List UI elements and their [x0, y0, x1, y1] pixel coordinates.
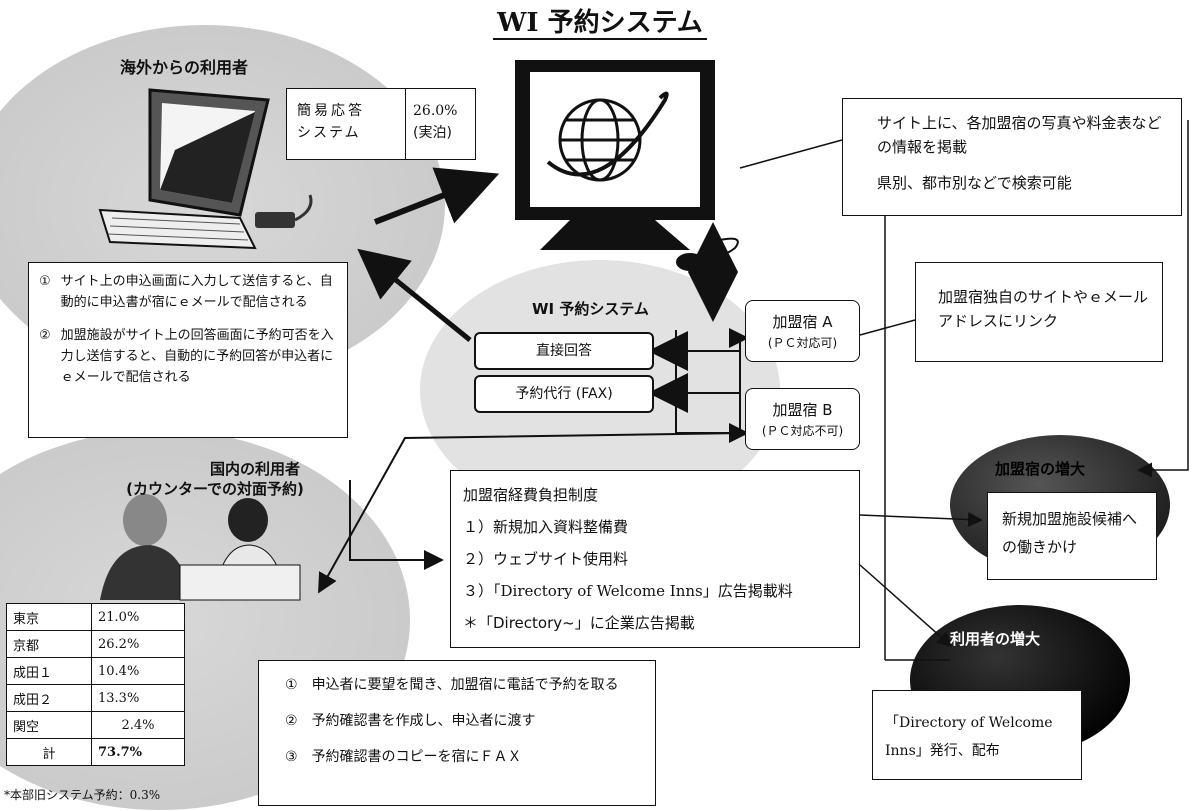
user-increase-label: 利用者の増大 — [950, 630, 1041, 648]
inn-a-box: 加盟宿 A (ＰＣ対応可) — [745, 300, 860, 362]
link-info-text: 加盟宿独自のサイトやｅメールアドレスにリンク — [938, 288, 1149, 330]
inn-b-box: 加盟宿 B (ＰＣ対応不可) — [745, 388, 860, 450]
site-info-box: サイト上に、各加盟宿の写真や料金表などの情報を掲載 県別、都市別などで検索可能 — [842, 98, 1182, 216]
simple-response-box: 簡易応答 システム 26.0% (実泊) — [286, 88, 476, 160]
mouse-icon — [676, 237, 739, 271]
city-total-value: 73.7% — [91, 738, 185, 766]
link-info-box: 加盟宿独自のサイトやｅメールアドレスにリンク — [915, 262, 1163, 362]
cost-item-2: ２）ウェブサイト使用料 — [463, 550, 629, 568]
wi-system-label: WI 予約システム — [532, 300, 649, 318]
overseas-users-heading: 海外からの利用者 — [120, 58, 249, 77]
counter-people-icon — [100, 494, 301, 601]
direct-reply-box: 直接回答 — [474, 332, 654, 370]
city-value: 10.4% — [91, 657, 185, 685]
inn-increase-action: 新規加盟施設候補への働きかけ — [1002, 510, 1138, 556]
city-name: 計 — [6, 738, 92, 766]
site-info-line-2: 県別、都市別などで検索可能 — [877, 174, 1072, 192]
cost-item-4: ＊「Directory~」に企業広告掲載 — [463, 614, 695, 632]
inn-b-name: 加盟宿 B — [772, 401, 833, 419]
inn-increase-box: 新規加盟施設候補への働きかけ — [987, 492, 1157, 580]
domestic-users-heading-2: (カウンターでの対面予約) — [126, 480, 304, 498]
step-number: ① — [285, 677, 298, 693]
simple-response-label-2: システム — [297, 125, 361, 141]
user-increase-box: 「Directory of Welcome Inns」発行、配布 — [872, 690, 1082, 780]
inn-increase-label: 加盟宿の増大 — [995, 460, 1086, 478]
arrow-cost-from-domestic — [349, 480, 444, 570]
arrow-laptop-to-monitor — [373, 167, 500, 225]
step-number: ② — [285, 713, 298, 729]
counter-steps-box: ① 申込者に要望を聞き、加盟宿に電話で予約を取る ② 予約確認書を作成し、申込者… — [258, 660, 656, 806]
city-value: 26.2% — [91, 630, 185, 658]
divider — [405, 89, 406, 159]
city-value: 13.3% — [91, 684, 185, 712]
step-number: ③ — [285, 749, 298, 765]
counter-step-3: 予約確認書のコピーを宿にＦＡＸ — [311, 749, 522, 765]
computer-monitor-icon — [515, 60, 715, 250]
proxy-booking-box: 予約代行 (FAX) — [474, 375, 654, 413]
inn-a-note: (ＰＣ対応可) — [767, 336, 838, 350]
city-name: 東京 — [6, 603, 92, 631]
city-name: 京都 — [6, 630, 92, 658]
arrow-direct-to-overseas — [357, 248, 472, 342]
site-info-line-1: サイト上に、各加盟宿の写真や料金表などの情報を掲載 — [877, 114, 1162, 156]
inn-b-note: (ＰＣ対応不可) — [761, 424, 844, 438]
cost-system-title: 加盟宿経費負担制度 — [463, 486, 599, 504]
arrow-cost-to-inn-increase — [859, 512, 983, 527]
city-value: 21.0% — [91, 603, 185, 631]
simple-response-value: 26.0% — [413, 103, 458, 119]
arrow-to-domestic — [318, 432, 746, 594]
overseas-steps-box: ① サイト上の申込画面に入力して送信すると、自動的に申込書が宿にｅメールで配信さ… — [28, 262, 348, 438]
city-value: 2.4% — [91, 711, 185, 739]
arrow-cost-to-user-increase — [859, 564, 953, 647]
cost-item-1: １）新規加入資料整備費 — [463, 518, 629, 536]
simple-response-note: (実泊) — [413, 125, 452, 141]
city-table-footnote: *本部旧システム予約：0.3% — [4, 788, 161, 802]
step-number: ① — [39, 274, 51, 289]
step-number: ② — [39, 328, 51, 343]
overseas-step-2: 加盟施設がサイト上の回答画面に予約可否を入力し送信すると、自動的に予約回答が申込… — [60, 328, 334, 385]
user-increase-action: 「Directory of Welcome Inns」発行、配布 — [885, 715, 1053, 759]
city-name: 成田２ — [6, 684, 92, 712]
laptop-icon — [98, 88, 313, 250]
counter-step-1: 申込者に要望を聞き、加盟宿に電話で予約を取る — [311, 677, 619, 693]
arrow-to-inn-increase — [1137, 120, 1189, 478]
domestic-users-heading-1: 国内の利用者 — [209, 460, 300, 478]
city-name: 成田１ — [6, 657, 92, 685]
simple-response-label-1: 簡易応答 — [297, 103, 365, 119]
cost-system-box: 加盟宿経費負担制度 １）新規加入資料整備費 ２）ウェブサイト使用料 ３）「Dir… — [450, 470, 860, 648]
inn-a-name: 加盟宿 A — [772, 313, 833, 331]
city-name: 関空 — [6, 711, 92, 739]
counter-step-2: 予約確認書を作成し、申込者に渡す — [311, 713, 536, 729]
overseas-step-1: サイト上の申込画面に入力して送信すると、自動的に申込書が宿にｅメールで配信される — [60, 274, 333, 310]
page-title: WI 予約システム — [0, 2, 1200, 40]
cost-item-3: ３）「Directory of Welcome Inns」広告掲載料 — [463, 582, 793, 600]
